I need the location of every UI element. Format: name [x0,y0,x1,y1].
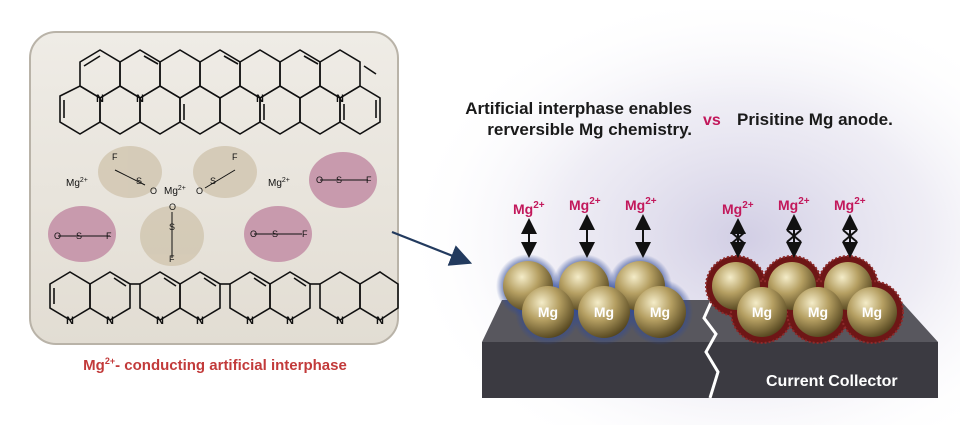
collector-label: Current Collector [766,373,898,390]
reversible-arrows [521,214,651,258]
nitrogen-atom: N [66,315,74,327]
oxygen-atom: O [196,186,203,196]
passivated-particles [705,255,904,344]
sulfur-atom: S [136,176,142,186]
nitrogen-atom: N [106,315,114,327]
collector-front-face [482,342,938,398]
oxygen-atom: O [54,231,61,241]
fluorine-atom: F [302,229,308,239]
caption-ion: Mg [83,357,105,374]
fluorine-atom: F [232,152,238,162]
nitrogen-atom: N [156,315,164,327]
mg-ion-label: Mg2+ [778,196,810,213]
oxygen-atom: O [250,229,257,239]
mg-particle-label: Mg [538,304,558,320]
mg-particle-label: Mg [808,304,828,320]
nitrogen-atom: N [256,93,264,105]
mg-ion-label: Mg2+ [834,196,866,213]
coordination-shells [98,146,257,266]
fluorine-atom: F [112,152,118,162]
sulfur-atom: S [336,175,342,185]
nitrogen-atom: N [196,315,204,327]
sulfur-atom: S [272,229,278,239]
mg-ion-label: Mg2+ [569,196,601,213]
caption-text: - conducting artificial interphase [115,357,347,374]
nitrogen-atom: N [96,93,104,105]
top-polymer [59,49,381,135]
panel-caption: Mg2+- conducting artificial interphase [45,356,385,374]
sulfur-atom: S [210,176,216,186]
mg-ion-label: Mg2+ [625,196,657,213]
mg-particle-label: Mg [862,304,882,320]
pristine-heading: Prisitine Mg anode. [737,110,893,129]
oxygen-atom: O [316,175,323,185]
oxygen-atom: O [150,186,157,196]
blocked-arrows [730,214,858,258]
sulfur-atom: S [76,231,82,241]
coated-particles [496,254,693,345]
nitrogen-atom: N [336,315,344,327]
heading-line-1: Artificial interphase enables [465,99,692,118]
pointer-arrow [391,230,473,266]
oxygen-atom: O [169,202,176,212]
free-mg-ion-left: Mg2+ [66,177,88,189]
caption-ion-charge: 2+ [104,356,116,366]
mg-particle-label: Mg [594,304,614,320]
fluorine-atom: F [366,175,372,185]
bottom-polymer [49,271,399,321]
nitrogen-atom: N [376,315,384,327]
nitrogen-atom: N [246,315,254,327]
versus-label: vs [703,112,721,129]
sulfur-atom: S [169,222,175,232]
triflate-bonds [58,169,368,258]
mg-ion-label: Mg2+ [722,200,754,217]
free-mg-ion-right: Mg2+ [268,177,290,189]
interphase-heading: Artificial interphase enables rerversibl… [432,98,692,140]
mg-particle-label: Mg [752,304,772,320]
heading-line-2: rerversible Mg chemistry. [487,120,692,139]
break-line [702,299,720,399]
mg-particle-label: Mg [650,304,670,320]
fluorine-atom: F [169,254,175,264]
nitrogen-atom: N [286,315,294,327]
mg-ion-label: Mg2+ [513,200,545,217]
nitrogen-atom: N [136,93,144,105]
fluorine-atom: F [106,231,112,241]
nitrogen-atom: N [336,93,344,105]
central-mg-ion: Mg2+ [164,185,186,197]
